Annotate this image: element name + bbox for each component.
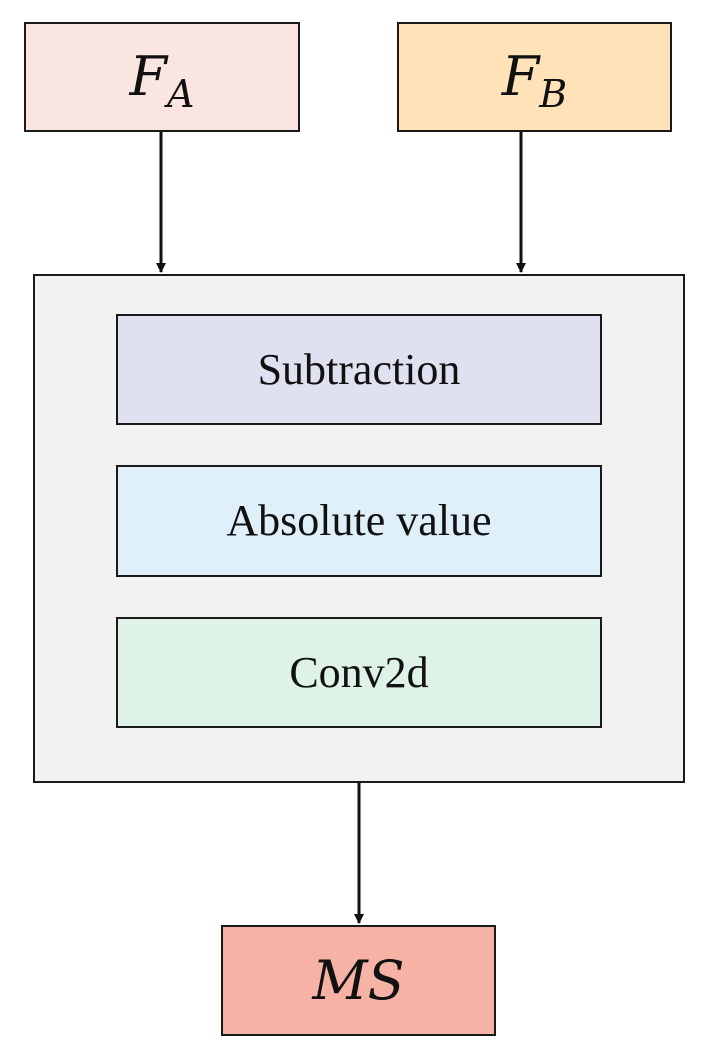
input-fb-label: FB (502, 50, 567, 114)
fb-symbol: F (501, 45, 540, 108)
fa-subscript: A (167, 72, 195, 117)
step-conv2d-label: Conv2d (289, 647, 429, 697)
step-conv2d: Conv2d (116, 617, 602, 728)
input-fa-box: FA (24, 22, 300, 132)
input-fa-label: FA (130, 50, 195, 114)
step-subtraction: Subtraction (116, 314, 602, 425)
output-ms-label: MS (312, 948, 405, 1012)
fb-subscript: B (539, 72, 568, 117)
step-absolute-value: Absolute value (116, 465, 602, 577)
step-absolute-value-label: Absolute value (226, 496, 492, 545)
step-subtraction-label: Subtraction (257, 344, 461, 394)
input-fb-box: FB (397, 22, 672, 132)
fa-symbol: F (129, 45, 167, 108)
output-ms-box: MS (221, 925, 496, 1036)
